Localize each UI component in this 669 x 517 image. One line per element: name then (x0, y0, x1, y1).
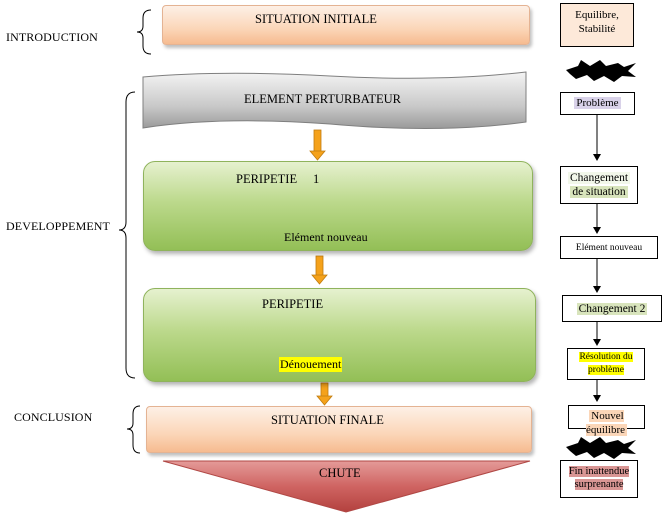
side-element-nouveau-box: Elément nouveau (560, 236, 658, 259)
peripetie-1-box: PERIPETIE 1 Elément nouveau (143, 161, 533, 251)
side-resolution-line2: problème (588, 364, 624, 375)
section-developpement: DEVELOPPEMENT (6, 219, 110, 233)
side-changement-line2: de situation (570, 186, 628, 198)
element-perturbateur-shape (142, 71, 527, 130)
side-changement-line1: Changement (567, 172, 631, 184)
side-equilibre-line2: Stabilité (578, 23, 616, 35)
side-fin-line1: Fin inattendue (568, 466, 630, 477)
chute-triangle (162, 460, 531, 513)
orange-arrow-2 (311, 255, 328, 285)
peripetie-2-title: PERIPETIE (262, 297, 324, 311)
side-changement2-label: Changement 2 (576, 303, 648, 315)
side-changement-box: Changement de situation (560, 166, 638, 204)
side-nouvel-equilibre-box: Nouvel équilibre (568, 405, 645, 436)
side-equilibre-line1: Equilibre, (575, 9, 619, 21)
shock-shape-2 (566, 437, 636, 459)
orange-arrow-3 (316, 382, 333, 406)
brace-introduction (136, 9, 152, 55)
side-equilibre-box: Equilibre, Stabilité (560, 3, 634, 47)
side-probleme-label: Problème (574, 97, 621, 109)
side-changement2-box: Changement 2 (562, 295, 662, 322)
side-element-nouveau-label: Elément nouveau (575, 243, 643, 253)
side-probleme-box: Problème (560, 92, 635, 115)
orange-arrow-1 (309, 129, 326, 161)
peripetie-1-title: PERIPETIE (236, 172, 298, 186)
situation-finale-box: SITUATION FINALE (146, 406, 532, 453)
section-introduction: INTRODUCTION (6, 30, 98, 44)
situation-initiale-box: SITUATION INITIALE (162, 5, 530, 45)
element-perturbateur-label: ELEMENT PERTURBATEUR (244, 92, 402, 106)
peripetie-2-box: PERIPETIE Dénouement (143, 288, 536, 382)
chute-label: CHUTE (319, 466, 361, 480)
side-fin-inattendue-box: Fin inattendue surprenante (560, 460, 638, 498)
situation-finale-label: SITUATION FINALE (271, 413, 384, 427)
peripetie-1-number: 1 (313, 172, 320, 186)
brace-developpement (118, 91, 136, 379)
brace-conclusion (126, 405, 141, 454)
peripetie-1-subtitle: Elément nouveau (284, 230, 368, 244)
side-resolution-line1: Résolution du (579, 352, 633, 362)
situation-initiale-label: SITUATION INITIALE (255, 12, 377, 26)
peripetie-2-subtitle: Dénouement (279, 357, 343, 372)
shock-shape-1 (566, 60, 636, 82)
section-conclusion: CONCLUSION (14, 410, 93, 424)
side-fin-line2: surprenante (574, 479, 624, 490)
side-nouvel-equilibre-label: Nouvel équilibre (585, 410, 628, 436)
side-resolution-box: Résolution du problème (567, 348, 645, 380)
